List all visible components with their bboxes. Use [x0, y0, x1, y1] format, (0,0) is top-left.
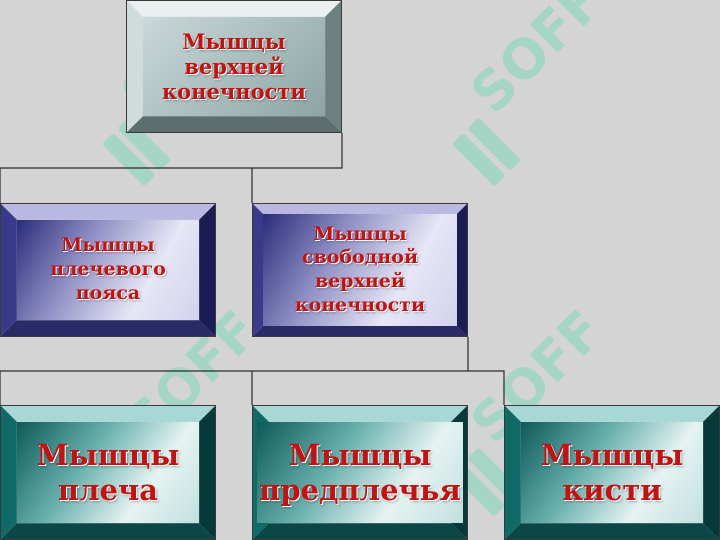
node-label-line: конечности: [294, 293, 426, 316]
box-face: Мышцы кисти: [521, 422, 703, 523]
node-hand-muscles: Мышцы кисти: [504, 405, 720, 540]
box-bevel: [1, 406, 215, 539]
box-face: Мышцы свободной верхней конечности: [263, 214, 457, 326]
node-label-line: Мышцы: [540, 437, 684, 472]
node-label-line: верхней: [184, 53, 284, 79]
node-forearm-muscles: Мышцы предплечья: [252, 405, 468, 540]
box-bevel: [127, 1, 341, 132]
node-label: Мышцы плеча: [17, 422, 199, 523]
watermark-text: SOFF: [459, 0, 616, 125]
node-label-line: верхней: [315, 270, 405, 292]
node-label-line: конечности: [161, 79, 307, 105]
node-label-line: свободной: [301, 246, 419, 269]
node-label-line: пояса: [75, 281, 141, 304]
node-label-line: плечевого: [50, 258, 166, 281]
node-label-line: кисти: [562, 472, 662, 507]
node-shoulder-muscles: Мышцы плеча: [0, 405, 216, 540]
node-label-line: плеча: [57, 472, 159, 507]
node-free-upper-limb-muscles: Мышцы свободной верхней конечности: [252, 203, 468, 337]
node-label: Мышцы свободной верхней конечности: [263, 214, 457, 326]
node-label: Мышцы плечевого пояса: [17, 220, 199, 320]
node-label-line: Мышцы: [313, 222, 407, 245]
node-label-line: Мышцы: [61, 234, 155, 257]
node-label: Мышцы верхней конечности: [143, 17, 325, 116]
node-label-line: Мышцы: [36, 437, 180, 472]
node-label-line: Мышцы: [182, 28, 286, 54]
box-face: Мышцы предплечья: [257, 422, 463, 523]
node-label: Мышцы предплечья: [257, 422, 463, 523]
node-label: Мышцы кисти: [521, 422, 703, 523]
node-label-line: Мышцы: [288, 437, 432, 472]
node-upper-limb-muscles: Мышцы верхней конечности: [126, 0, 342, 133]
box-face: Мышцы верхней конечности: [143, 17, 325, 116]
box-face: Мышцы плечевого пояса: [17, 220, 199, 320]
node-label-line: предплечья: [259, 472, 461, 507]
box-bevel: [1, 204, 215, 336]
box-bevel: [505, 406, 719, 539]
node-shoulder-girdle-muscles: Мышцы плечевого пояса: [0, 203, 216, 337]
box-face: Мышцы плеча: [17, 422, 199, 523]
